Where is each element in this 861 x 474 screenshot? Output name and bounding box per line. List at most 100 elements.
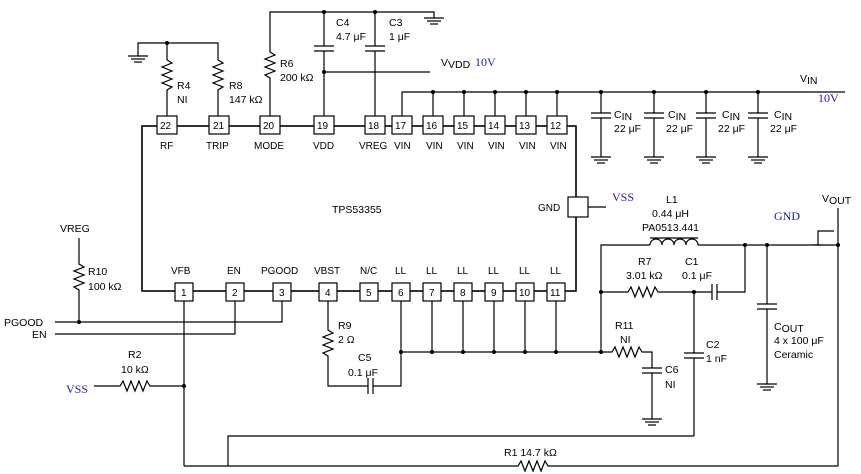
pin-13-name: VIN xyxy=(519,141,536,152)
junction-dot xyxy=(523,350,527,354)
vdd-net-label: VVDD xyxy=(441,57,471,71)
cin3-value: 22 μF xyxy=(718,123,745,135)
ic-part-name: TPS53355 xyxy=(332,204,382,216)
vin-net-letter: V xyxy=(800,73,807,85)
r7-resistor xyxy=(601,285,712,299)
ic-gnd-pin xyxy=(567,196,589,218)
junction-dot xyxy=(704,90,708,94)
cin2-ref: CIN xyxy=(668,109,686,123)
pin-6-name: LL xyxy=(395,266,407,277)
pin-1-name: VFB xyxy=(171,266,191,277)
r7-ref: R7 xyxy=(638,256,652,268)
r6-resistor-and-top-rail xyxy=(263,11,435,116)
vout-gnd-wire xyxy=(817,230,834,245)
c3-ref: C3 xyxy=(389,17,403,29)
l1-inductor xyxy=(649,238,699,246)
r1-label: R1 14.7 kΩ xyxy=(504,447,557,459)
c1-ref: C1 xyxy=(685,256,699,268)
junction-dot xyxy=(322,70,326,74)
r2-value: 10 kΩ xyxy=(121,364,149,376)
pin-8-name: LL xyxy=(457,266,469,277)
pin-6-number: 6 xyxy=(398,288,404,299)
pin-13-number: 13 xyxy=(519,121,531,132)
cin4-ref-letter: C xyxy=(774,109,782,121)
vin-net-label: VIN xyxy=(800,73,818,87)
bottom-pins: VFB 1 EN 2 PGOOD 3 VBST 4 N/C 5 LL 6 LL … xyxy=(171,266,566,302)
cin3-ref: CIN xyxy=(722,109,740,123)
pin-21-name: TRIP xyxy=(206,141,229,152)
pin-22-name: RF xyxy=(160,141,173,152)
cin1-ref-subscript: IN xyxy=(622,111,633,123)
r6-value: 200 kΩ xyxy=(280,72,314,84)
junction-dot xyxy=(493,90,497,94)
r4-resistor xyxy=(160,59,174,116)
pin-3-name: PGOOD xyxy=(261,266,298,277)
c6-ref: C6 xyxy=(665,364,679,376)
r9-ref: R9 xyxy=(338,320,352,332)
junction-dot xyxy=(652,90,656,94)
r10-resistor xyxy=(72,238,86,322)
vout-net-subscript: OUT xyxy=(829,195,852,207)
r8-resistor xyxy=(211,59,225,116)
vout-gnd-label: GND xyxy=(774,209,800,223)
junction-dot xyxy=(765,243,769,247)
vdd-net-value: 10V xyxy=(475,55,496,69)
c4-ref: C4 xyxy=(336,17,350,29)
pin-20-name: MODE xyxy=(254,141,284,152)
pin-7-number: 7 xyxy=(429,288,435,299)
pin-9-number: 9 xyxy=(491,288,497,299)
pin-17-number: 17 xyxy=(395,121,407,132)
pin-10-name: LL xyxy=(519,266,531,277)
pin-8-number: 8 xyxy=(460,288,466,299)
vout-net-label: VOUT xyxy=(822,193,852,207)
r11-value: NI xyxy=(620,334,631,346)
r10-ref: R10 xyxy=(88,266,107,278)
c1-value: 0.1 μF xyxy=(682,270,712,282)
cin2-value: 22 μF xyxy=(666,123,693,135)
pin-5-box xyxy=(359,282,379,302)
cout-value: 4 x 100 μF xyxy=(774,335,824,347)
cin1-value: 22 μF xyxy=(614,123,641,135)
rf-trip-network: R4 NI R8 147 kΩ xyxy=(128,41,263,116)
r6-ref: R6 xyxy=(280,58,294,70)
r4-value: NI xyxy=(177,94,188,106)
junction-dot xyxy=(322,10,326,14)
output-stage: L1 0.44 μH PA0513.441 R7 3.01 kΩ C1 0.1 … xyxy=(601,193,852,466)
pin-14-number: 14 xyxy=(488,121,500,132)
junction-dot xyxy=(492,350,496,354)
pin-2-number: 2 xyxy=(232,288,238,299)
vout-net-letter: V xyxy=(822,193,829,205)
r9-value: 2 Ω xyxy=(338,334,355,346)
pin-18-name: VREG xyxy=(359,141,388,152)
pin-5-name: N/C xyxy=(360,266,377,277)
vss-r2-label: VSS xyxy=(66,382,88,396)
r10-value: 100 kΩ xyxy=(88,281,122,293)
bootstrap-network: R9 2 Ω C5 0.1 μF xyxy=(321,301,402,394)
junction-dot xyxy=(431,90,435,94)
pin-21-box xyxy=(208,115,230,135)
pin-9-name: LL xyxy=(488,266,500,277)
pin-20-number: 20 xyxy=(263,121,275,132)
l1-part-number: PA0513.441 xyxy=(642,222,699,234)
vss-gnd-pin-label: VSS xyxy=(612,190,634,204)
junction-dot xyxy=(165,41,169,45)
feedback-network: R1 14.7 kΩ xyxy=(184,435,838,473)
junction-dot xyxy=(524,90,528,94)
r7-value: 3.01 kΩ xyxy=(626,270,663,282)
pin-16-name: VIN xyxy=(426,141,443,152)
pin-4-number: 4 xyxy=(325,288,331,299)
cout-ref-subscript: OUT xyxy=(782,323,805,335)
pgood-net-label: PGOOD xyxy=(4,317,44,329)
l1-value: 0.44 μH xyxy=(652,208,689,220)
c5-value: 0.1 μF xyxy=(348,367,378,379)
junction-dot xyxy=(461,350,465,354)
ic-gnd-label: GND xyxy=(538,203,560,214)
pin-17-name: VIN xyxy=(394,141,411,152)
cin3-ref-letter: C xyxy=(722,109,730,121)
vin-rail-wire xyxy=(401,91,845,116)
junction-dot xyxy=(399,350,403,354)
en-net-label: EN xyxy=(32,329,47,341)
junction-dot xyxy=(430,350,434,354)
top-pins: 22 RF 21 TRIP 20 MODE 19 VDD 18 VREG 17 … xyxy=(156,115,568,152)
vin-net-subscript: IN xyxy=(807,75,818,87)
